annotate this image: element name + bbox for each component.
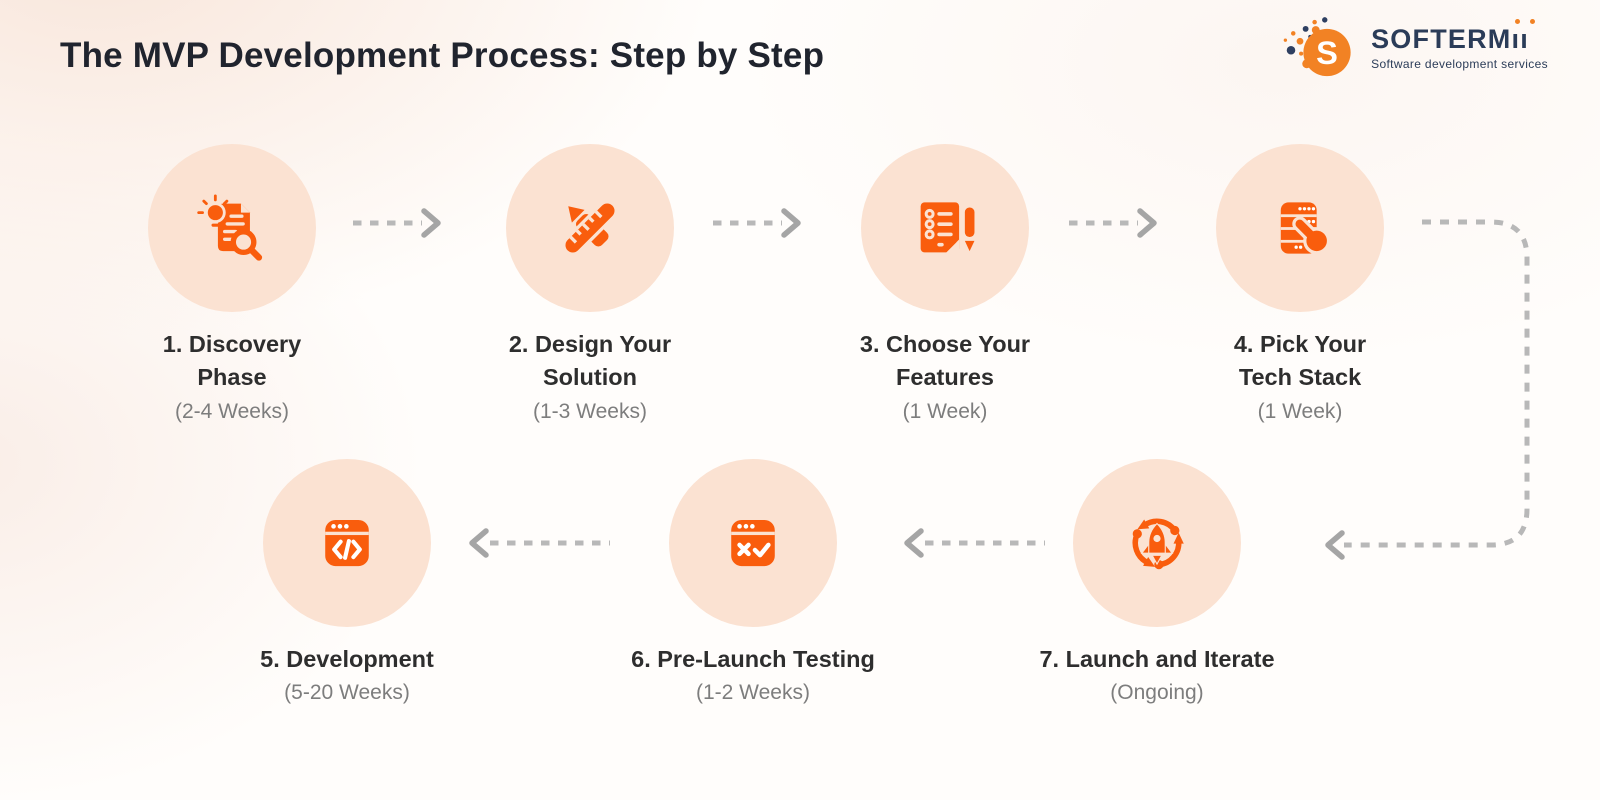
tech-stack-icon [1280, 202, 1331, 255]
dashed-arrow-right-icon [1066, 206, 1166, 240]
step-duration: (1-3 Weeks) [533, 399, 647, 423]
launch-iterate-icon [1132, 518, 1184, 570]
step-title: 6. Pre-Launch Testing [631, 646, 875, 672]
features-checklist-icon [920, 202, 975, 254]
step-duration: (2-4 Weeks) [175, 399, 289, 423]
brand-i-dot [1529, 18, 1535, 24]
dashed-arrow-right-icon [350, 206, 450, 240]
step-circle [263, 459, 431, 627]
step-title: 5. Development [260, 646, 434, 672]
dashed-arrow-right-icon [710, 206, 810, 240]
dashed-arrow-left-icon [903, 526, 1048, 560]
development-code-icon [325, 519, 369, 567]
step-launch-iterate: 7. Launch and Iterate (Ongoing) [997, 459, 1317, 705]
step-duration: (1-2 Weeks) [696, 681, 810, 705]
dashed-connector-path [1300, 205, 1550, 565]
discovery-icon [197, 194, 263, 261]
step-duration: (1 Week) [902, 399, 988, 423]
step-circle [1216, 144, 1384, 312]
step-duration: (Ongoing) [1110, 681, 1204, 705]
step-duration: (1 Week) [1257, 399, 1343, 423]
step-title: 7. Launch and Iterate [1039, 646, 1275, 672]
dashed-arrow-left-icon [468, 526, 613, 560]
step-circle [1073, 459, 1241, 627]
brand-tagline: Software development services [1371, 56, 1548, 71]
page-title: The MVP Development Process: Step by Ste… [60, 36, 825, 75]
softermii-logo: S SOFTERMıı Software development service… [1275, 12, 1548, 84]
step-circle [669, 459, 837, 627]
step-development: 5. Development (5-20 Weeks) [187, 459, 507, 705]
step-duration: (5-20 Weeks) [284, 681, 410, 705]
testing-icon [731, 519, 775, 567]
design-icon [562, 200, 618, 256]
brand-i-dot [1514, 18, 1520, 24]
svg-text:S: S [1316, 34, 1338, 71]
step-circle [506, 144, 674, 312]
step-circle [861, 144, 1029, 312]
softermii-logo-mark-icon: S [1283, 17, 1351, 77]
step-circle [148, 144, 316, 312]
step-pre-launch-testing: 6. Pre-Launch Testing (1-2 Weeks) [593, 459, 913, 705]
brand-wordmark: SOFTERMıı [1371, 18, 1548, 53]
